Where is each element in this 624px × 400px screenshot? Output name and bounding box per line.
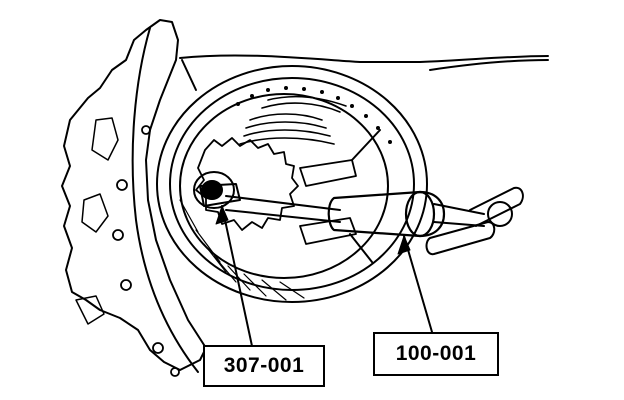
case-top-edge (181, 59, 197, 91)
case-top-sweep-2 (429, 59, 549, 71)
center-hub (193, 171, 235, 209)
bore-hatching (179, 199, 305, 301)
case-inner-rib-3 (75, 295, 105, 325)
upper-bracket-leg (351, 129, 381, 161)
adapter-tool (199, 183, 241, 207)
leader-arrow-100 (397, 235, 411, 255)
leader-arrow-307 (215, 205, 229, 225)
leader-line-100 (403, 235, 433, 333)
flange-bolt-holes (112, 125, 180, 377)
center-hub-inner (201, 180, 223, 200)
case-inner-rib (91, 117, 119, 161)
bore-ring-3 (179, 93, 389, 279)
upper-bracket (299, 159, 357, 187)
lower-bracket-leg (349, 233, 373, 263)
tool-shaft (225, 195, 341, 223)
case-inner-rib-2 (81, 193, 109, 233)
callout-tool-307: 307-001 (203, 345, 325, 387)
slide-hammer-end (404, 190, 436, 238)
case-housing-outline (61, 19, 207, 371)
bore-outer-ring (156, 65, 428, 303)
leader-line-307 (221, 205, 253, 347)
callout-tool-100: 100-001 (373, 332, 499, 376)
case-top-sweep (179, 54, 549, 63)
t-handle-bar (469, 186, 524, 227)
ring-bearing-dots (236, 86, 392, 144)
slide-hammer-body (327, 190, 446, 238)
splined-hub (195, 137, 299, 231)
clutch-plates (239, 95, 347, 145)
case-flange-edge (131, 27, 199, 373)
t-handle-knob (487, 201, 513, 227)
